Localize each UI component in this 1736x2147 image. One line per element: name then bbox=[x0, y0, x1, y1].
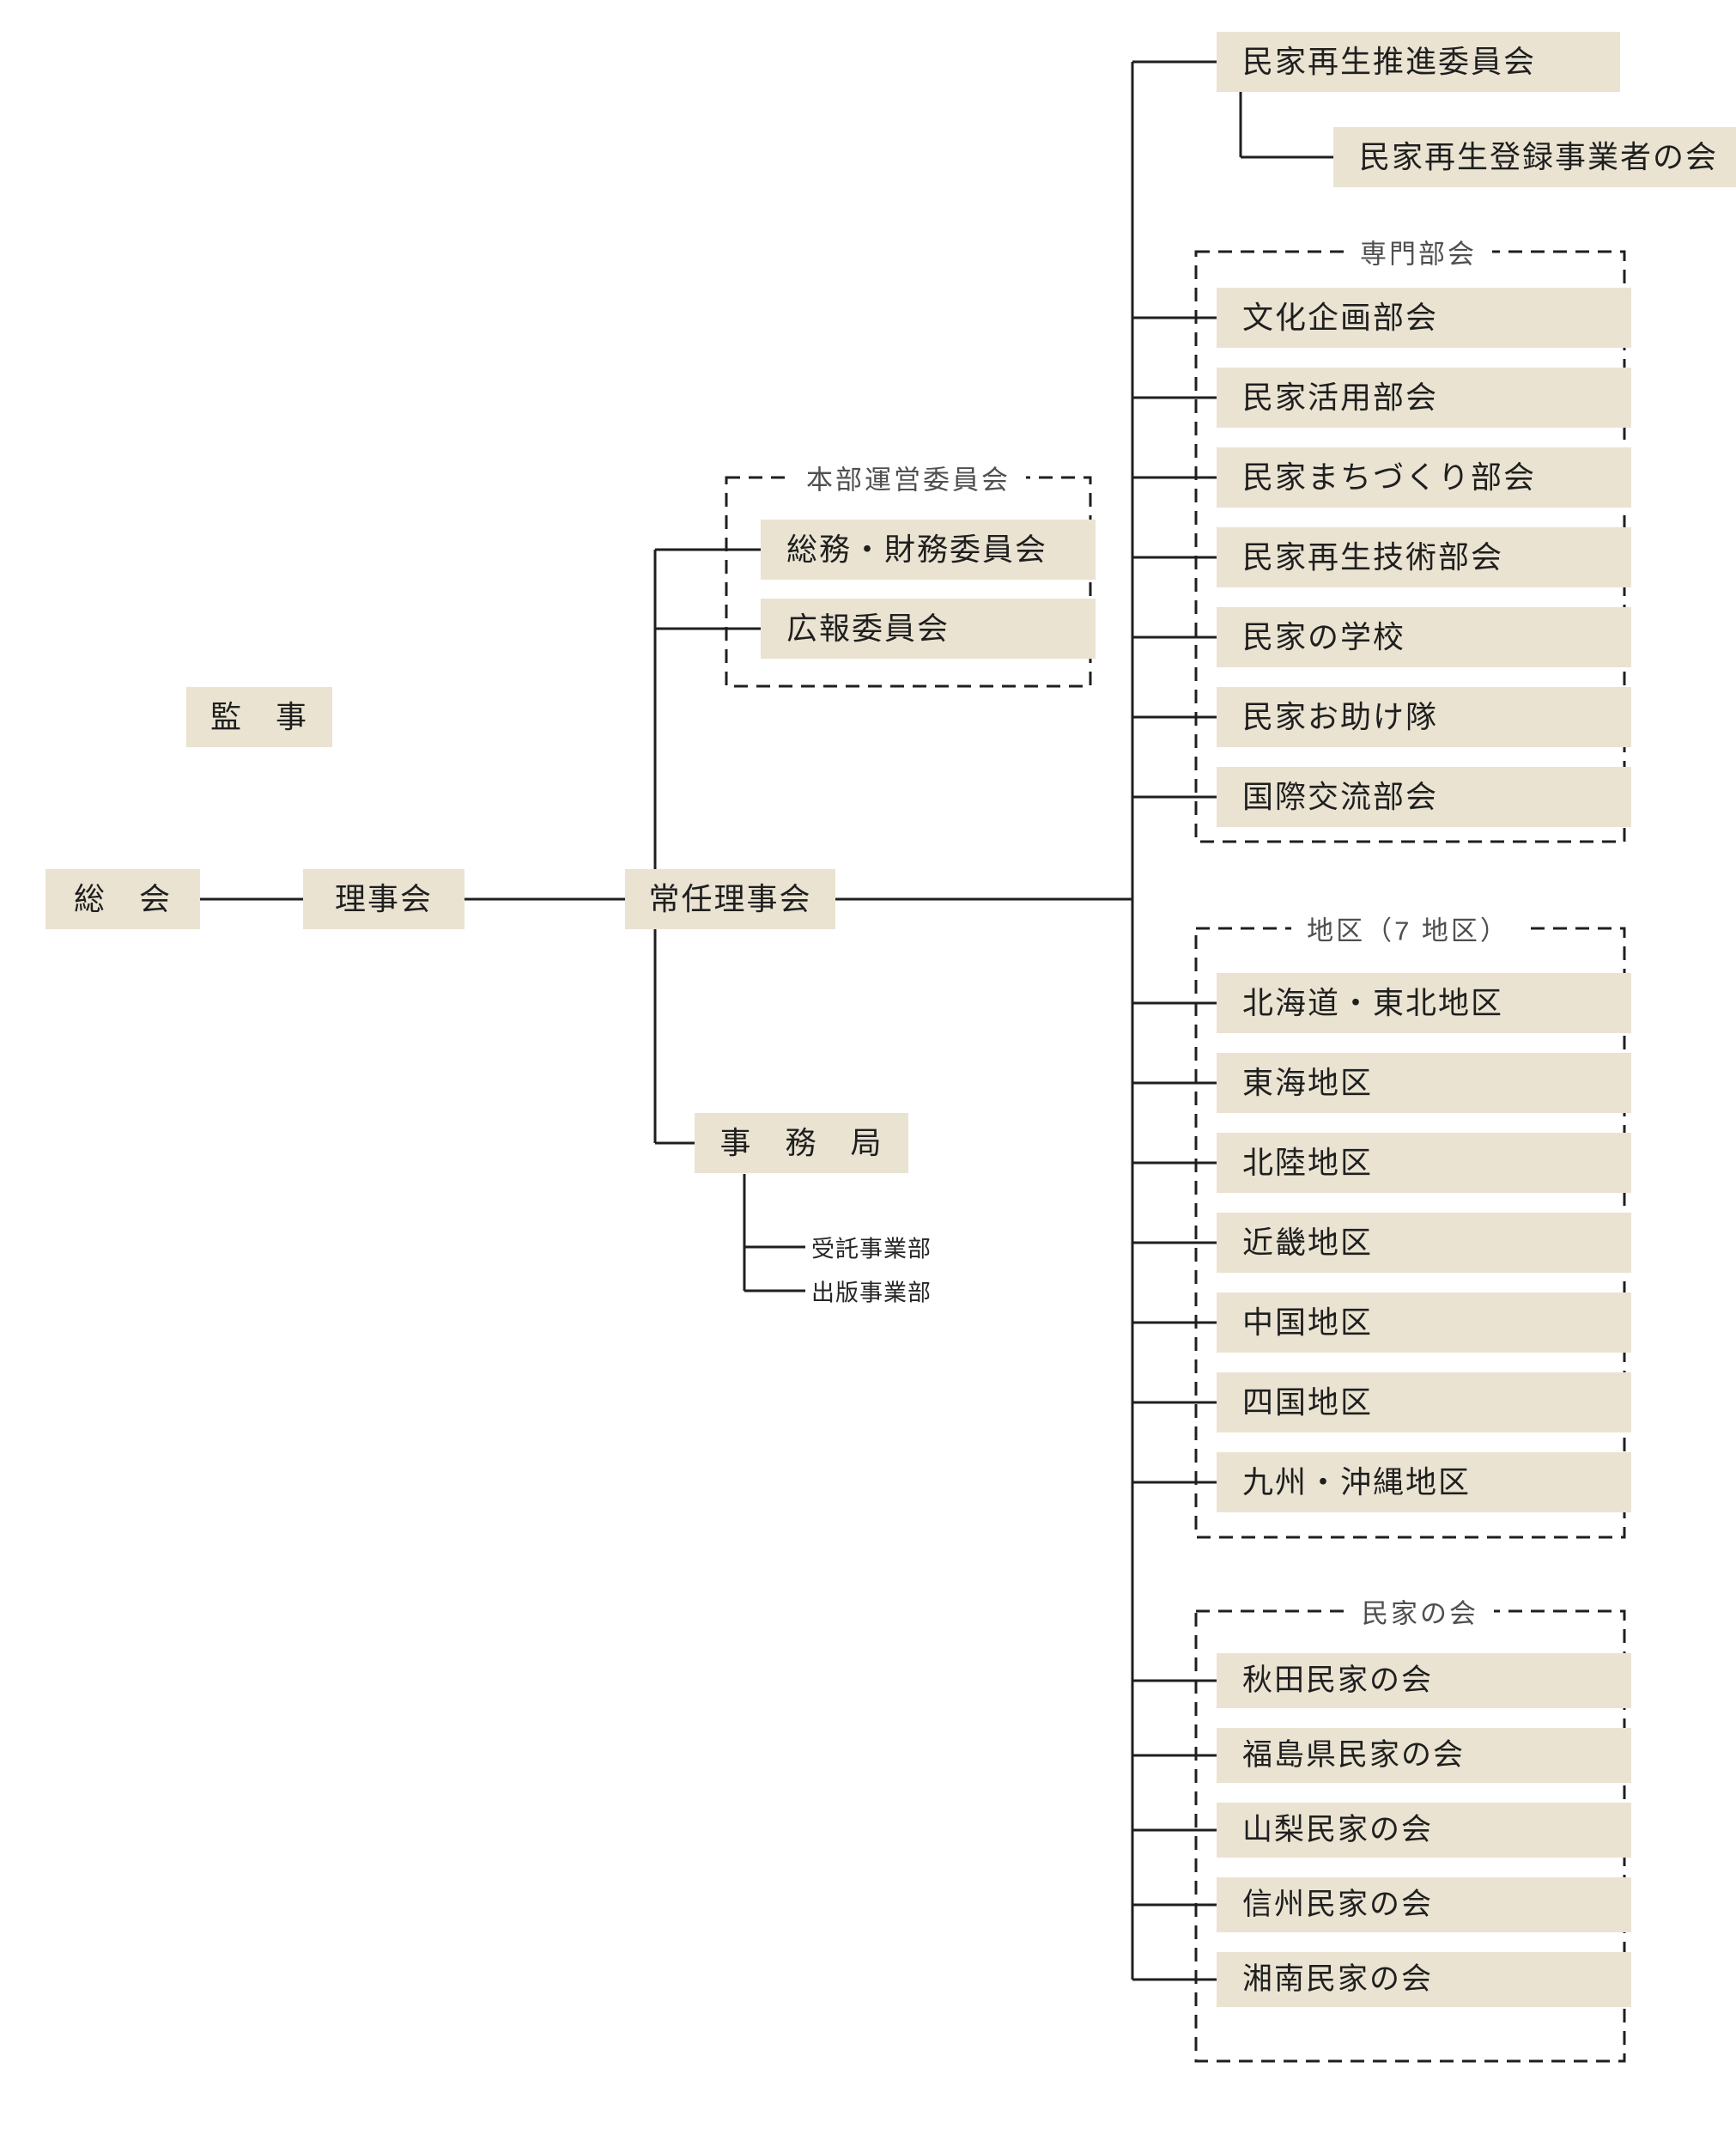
node-kouhou-iinkai: 広報委員会 bbox=[761, 599, 1096, 659]
jimukyoku-dept-shuppan: 出版事業部 bbox=[811, 1280, 932, 1306]
chiku-item: 中国地区 bbox=[1217, 1292, 1631, 1353]
node-kanji: 監 事 bbox=[186, 687, 332, 747]
node-soukai: 総 会 bbox=[46, 869, 200, 929]
node-jimukyoku: 事 務 局 bbox=[695, 1113, 908, 1173]
minka-no-kai-item: 秋田民家の会 bbox=[1217, 1653, 1631, 1708]
node-rijikai: 理事会 bbox=[303, 869, 464, 929]
senmon-bukai-item: 民家まちづくり部会 bbox=[1217, 447, 1631, 508]
node-soumu-zaimu-iinkai: 総務・財務委員会 bbox=[761, 520, 1096, 580]
minka-no-kai-item: 福島県民家の会 bbox=[1217, 1728, 1631, 1783]
senmon-bukai-item: 民家の学校 bbox=[1217, 607, 1631, 667]
senmon-bukai-item: 文化企画部会 bbox=[1217, 288, 1631, 348]
senmon-bukai-item: 民家再生技術部会 bbox=[1217, 527, 1631, 587]
node-minka-saisei-suishin-iinkai: 民家再生推進委員会 bbox=[1217, 32, 1620, 92]
chiku-item: 北陸地区 bbox=[1217, 1133, 1631, 1193]
chiku-item: 東海地区 bbox=[1217, 1053, 1631, 1113]
chiku-label: 地区（7 地区） bbox=[1291, 909, 1525, 948]
senmon-bukai-item: 民家活用部会 bbox=[1217, 368, 1631, 428]
chiku-item: 近畿地区 bbox=[1217, 1213, 1631, 1273]
minka-no-kai-label: 民家の会 bbox=[1346, 1591, 1494, 1631]
jimukyoku-dept-jutaku: 受託事業部 bbox=[811, 1236, 932, 1262]
minka-no-kai-item: 湘南民家の会 bbox=[1217, 1952, 1631, 2007]
honbu-unei-label: 本部運営委員会 bbox=[791, 458, 1026, 497]
chiku-item: 四国地区 bbox=[1217, 1372, 1631, 1432]
senmon-bukai-item: 国際交流部会 bbox=[1217, 767, 1631, 827]
senmon-bukai-label: 専門部会 bbox=[1344, 232, 1492, 271]
node-minka-saisei-touroku-kai: 民家再生登録事業者の会 bbox=[1333, 127, 1736, 187]
senmon-bukai-item: 民家お助け隊 bbox=[1217, 687, 1631, 747]
minka-no-kai-item: 信州民家の会 bbox=[1217, 1877, 1631, 1932]
chiku-item: 九州・沖縄地区 bbox=[1217, 1452, 1631, 1512]
node-jonin-rijikai: 常任理事会 bbox=[625, 869, 835, 929]
minka-no-kai-item: 山梨民家の会 bbox=[1217, 1803, 1631, 1858]
chiku-item: 北海道・東北地区 bbox=[1217, 973, 1631, 1033]
